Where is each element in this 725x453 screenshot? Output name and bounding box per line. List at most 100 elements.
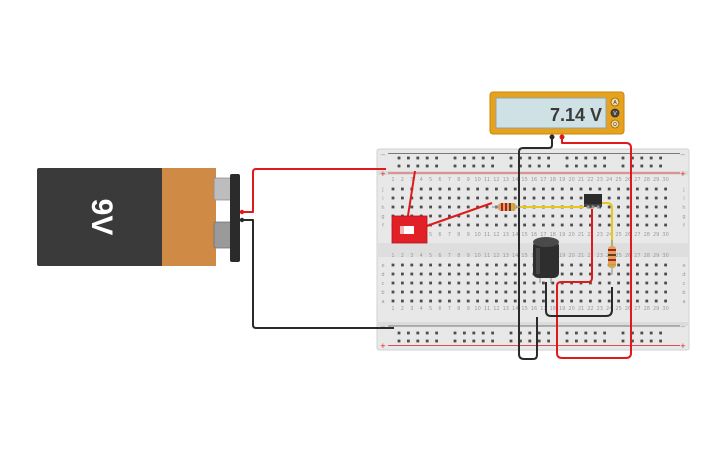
terminal-hole[interactable] <box>589 299 592 303</box>
rail-hole[interactable] <box>435 339 438 343</box>
terminal-hole[interactable] <box>466 272 470 276</box>
rail-hole[interactable] <box>565 156 569 160</box>
terminal-hole[interactable] <box>570 299 573 303</box>
terminal-hole[interactable] <box>429 263 432 267</box>
terminal-hole[interactable] <box>410 272 414 276</box>
terminal-hole[interactable] <box>636 223 639 227</box>
terminal-hole[interactable] <box>466 205 470 209</box>
terminal-hole[interactable] <box>513 223 517 227</box>
terminal-hole[interactable] <box>645 299 649 303</box>
terminal-hole[interactable] <box>485 223 489 227</box>
terminal-hole[interactable] <box>551 290 555 294</box>
rail-hole[interactable] <box>407 331 410 335</box>
terminal-hole[interactable] <box>579 187 583 191</box>
rail-hole[interactable] <box>593 331 597 335</box>
terminal-hole[interactable] <box>645 205 649 209</box>
rail-hole[interactable] <box>659 339 662 343</box>
terminal-hole[interactable] <box>570 187 573 191</box>
terminal-hole[interactable] <box>495 187 498 191</box>
terminal-hole[interactable] <box>401 263 404 267</box>
terminal-hole[interactable] <box>636 281 639 285</box>
transistor[interactable] <box>584 194 602 209</box>
terminal-hole[interactable] <box>391 290 395 294</box>
rail-hole[interactable] <box>519 156 522 160</box>
terminal-hole[interactable] <box>485 214 489 218</box>
terminal-hole[interactable] <box>448 205 451 209</box>
terminal-hole[interactable] <box>391 281 395 285</box>
terminal-hole[interactable] <box>401 290 404 294</box>
terminal-hole[interactable] <box>410 290 414 294</box>
terminal-hole[interactable] <box>466 196 470 200</box>
rail-hole[interactable] <box>491 331 494 335</box>
terminal-hole[interactable] <box>654 187 658 191</box>
terminal-hole[interactable] <box>636 299 639 303</box>
terminal-hole[interactable] <box>589 187 592 191</box>
terminal-hole[interactable] <box>513 281 517 285</box>
rail-hole[interactable] <box>472 339 476 343</box>
terminal-hole[interactable] <box>476 281 479 285</box>
terminal-hole[interactable] <box>636 187 639 191</box>
rail-hole[interactable] <box>416 164 420 168</box>
rail-hole[interactable] <box>472 164 476 168</box>
terminal-hole[interactable] <box>636 205 639 209</box>
terminal-hole[interactable] <box>532 290 536 294</box>
terminal-hole[interactable] <box>504 281 508 285</box>
wire-switch-to-resistor[interactable] <box>420 202 493 229</box>
rail-hole[interactable] <box>584 156 588 160</box>
rail-hole[interactable] <box>453 156 457 160</box>
terminal-hole[interactable] <box>466 263 470 267</box>
terminal-hole[interactable] <box>495 223 498 227</box>
terminal-hole[interactable] <box>598 187 602 191</box>
terminal-hole[interactable] <box>617 299 620 303</box>
terminal-hole[interactable] <box>598 263 602 267</box>
terminal-hole[interactable] <box>542 223 545 227</box>
terminal-hole[interactable] <box>457 187 461 191</box>
terminal-hole[interactable] <box>598 290 602 294</box>
rail-hole[interactable] <box>435 156 438 160</box>
rail-hole[interactable] <box>509 339 513 343</box>
terminal-hole[interactable] <box>401 205 404 209</box>
terminal-hole[interactable] <box>513 214 517 218</box>
terminal-hole[interactable] <box>532 196 536 200</box>
terminal-hole[interactable] <box>448 223 451 227</box>
terminal-hole[interactable] <box>551 187 555 191</box>
terminal-hole[interactable] <box>476 196 479 200</box>
terminal-hole[interactable] <box>504 290 508 294</box>
battery-9v[interactable]: 9V <box>37 168 245 266</box>
terminal-hole[interactable] <box>466 299 470 303</box>
rail-hole[interactable] <box>397 339 401 343</box>
terminal-hole[interactable] <box>598 223 602 227</box>
terminal-hole[interactable] <box>589 263 592 267</box>
rail-hole[interactable] <box>463 164 466 168</box>
terminal-hole[interactable] <box>401 281 404 285</box>
terminal-hole[interactable] <box>466 290 470 294</box>
terminal-hole[interactable] <box>429 272 432 276</box>
terminal-hole[interactable] <box>476 205 479 209</box>
terminal-hole[interactable] <box>429 205 432 209</box>
terminal-hole[interactable] <box>542 196 545 200</box>
rail-hole[interactable] <box>640 339 644 343</box>
terminal-hole[interactable] <box>495 214 498 218</box>
terminal-hole[interactable] <box>607 214 611 218</box>
terminal-hole[interactable] <box>513 187 517 191</box>
terminal-hole[interactable] <box>523 214 526 218</box>
terminal-hole[interactable] <box>579 299 583 303</box>
terminal-hole[interactable] <box>523 272 526 276</box>
terminal-hole[interactable] <box>664 187 667 191</box>
terminal-hole[interactable] <box>438 281 442 285</box>
rail-hole[interactable] <box>397 156 401 160</box>
rail-hole[interactable] <box>565 164 569 168</box>
rail-hole[interactable] <box>509 156 513 160</box>
rail-hole[interactable] <box>519 164 522 168</box>
terminal-hole[interactable] <box>523 263 526 267</box>
rail-hole[interactable] <box>547 339 550 343</box>
rail-hole[interactable] <box>603 164 606 168</box>
terminal-hole[interactable] <box>654 299 658 303</box>
rail-hole[interactable] <box>472 156 476 160</box>
terminal-hole[interactable] <box>457 290 461 294</box>
terminal-hole[interactable] <box>654 281 658 285</box>
terminal-hole[interactable] <box>410 205 414 209</box>
rail-hole[interactable] <box>584 164 588 168</box>
rail-hole[interactable] <box>659 164 662 168</box>
terminal-hole[interactable] <box>570 290 573 294</box>
